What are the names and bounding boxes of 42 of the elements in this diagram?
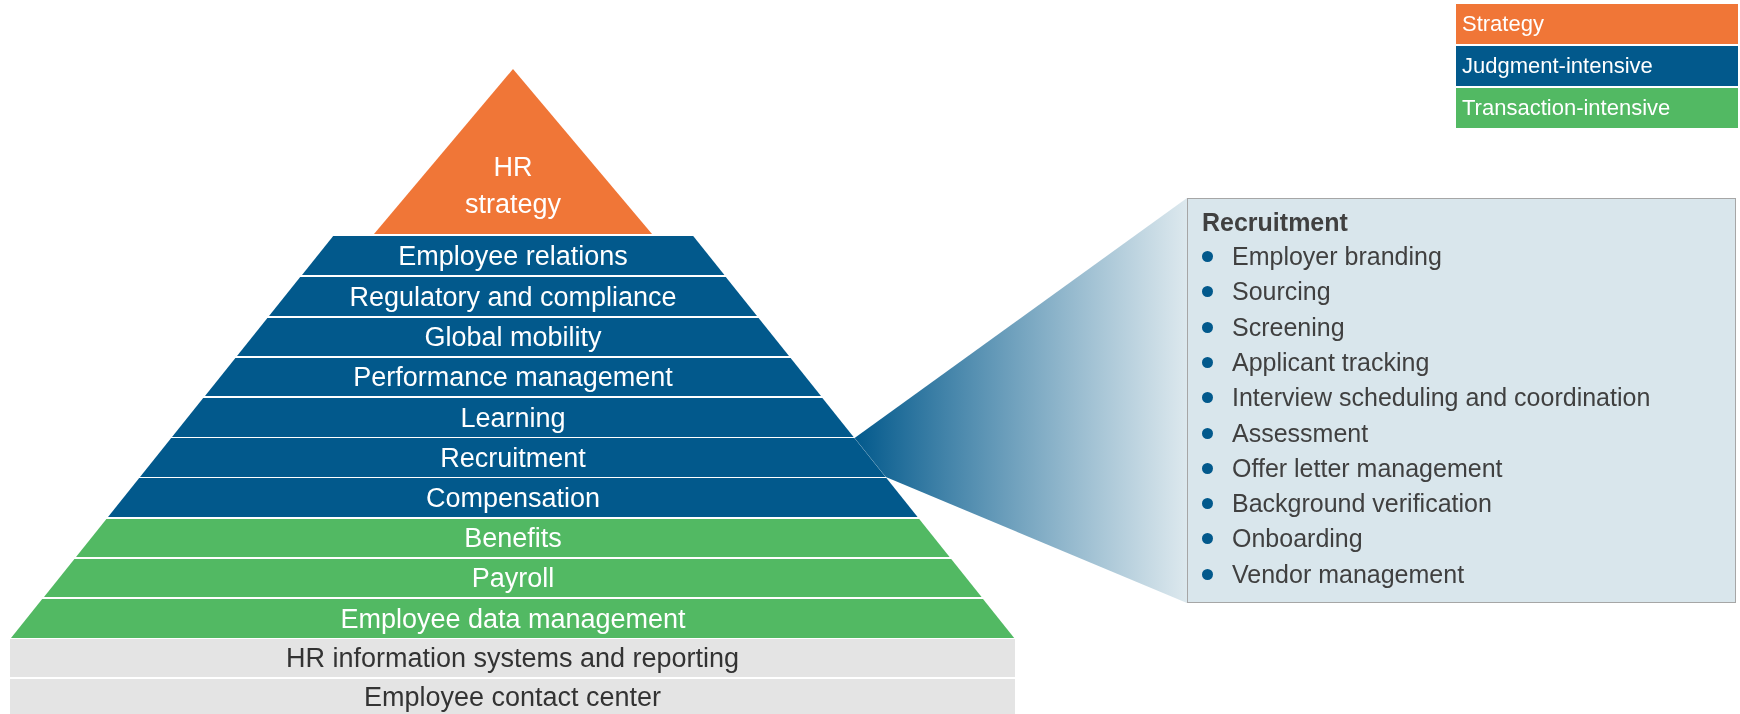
- pyramid-tier: [76, 519, 950, 557]
- tier-label: Learning: [459, 402, 567, 433]
- foundation-band: [10, 679, 1015, 714]
- tier-label: Compensation: [424, 482, 602, 513]
- list-item: Offer letter management: [1232, 452, 1503, 483]
- list-item: Assessment: [1232, 417, 1369, 448]
- tier-label: Benefits: [463, 523, 563, 553]
- callout-heading: Recruitment: [1202, 207, 1348, 237]
- pyramid-apex: [374, 69, 652, 234]
- pyramid-tier: [44, 559, 982, 597]
- list-item: Background verification: [1232, 488, 1492, 519]
- foundation-band: [10, 639, 1015, 677]
- list-item: Applicant tracking: [1232, 346, 1430, 377]
- list-item: Screening: [1232, 311, 1345, 342]
- pyramid-tier: [140, 438, 886, 477]
- pyramid-tier: [205, 358, 821, 396]
- legend-item: Strategy: [1456, 4, 1738, 44]
- list-item: Sourcing: [1232, 276, 1331, 307]
- tier-label: Employee data management: [339, 603, 687, 634]
- legend-item: Judgment-intensive: [1456, 46, 1738, 86]
- tier-label: Employee contact center: [362, 681, 663, 712]
- tier-label: HR information systems and reporting: [284, 643, 741, 673]
- list-item: Employer branding: [1232, 241, 1442, 271]
- pyramid-tier: [172, 398, 854, 437]
- zoom-callout-wedge: [854, 198, 1187, 603]
- list-item: Vendor management: [1232, 558, 1465, 589]
- tier-label: Performance management: [352, 362, 674, 392]
- list-item: Interview scheduling and coordination: [1232, 382, 1651, 413]
- pyramid-tier: [301, 236, 725, 275]
- pyramid-tier: [11, 599, 1015, 638]
- tier-label: HR strategy: [464, 151, 562, 221]
- pyramid-tier: [108, 478, 918, 517]
- legend-item: Transaction-intensive: [1456, 88, 1738, 128]
- pyramid-tier: [269, 277, 757, 316]
- tier-label: Payroll: [470, 563, 556, 593]
- tier-label: Recruitment: [439, 442, 587, 473]
- callout-box: [1187, 198, 1736, 603]
- tier-label: Regulatory and compliance: [348, 281, 678, 312]
- list-item: Onboarding: [1232, 523, 1363, 554]
- tier-label: Employee relations: [397, 240, 629, 271]
- pyramid-tier: [237, 318, 789, 356]
- tier-label: Global mobility: [423, 322, 603, 352]
